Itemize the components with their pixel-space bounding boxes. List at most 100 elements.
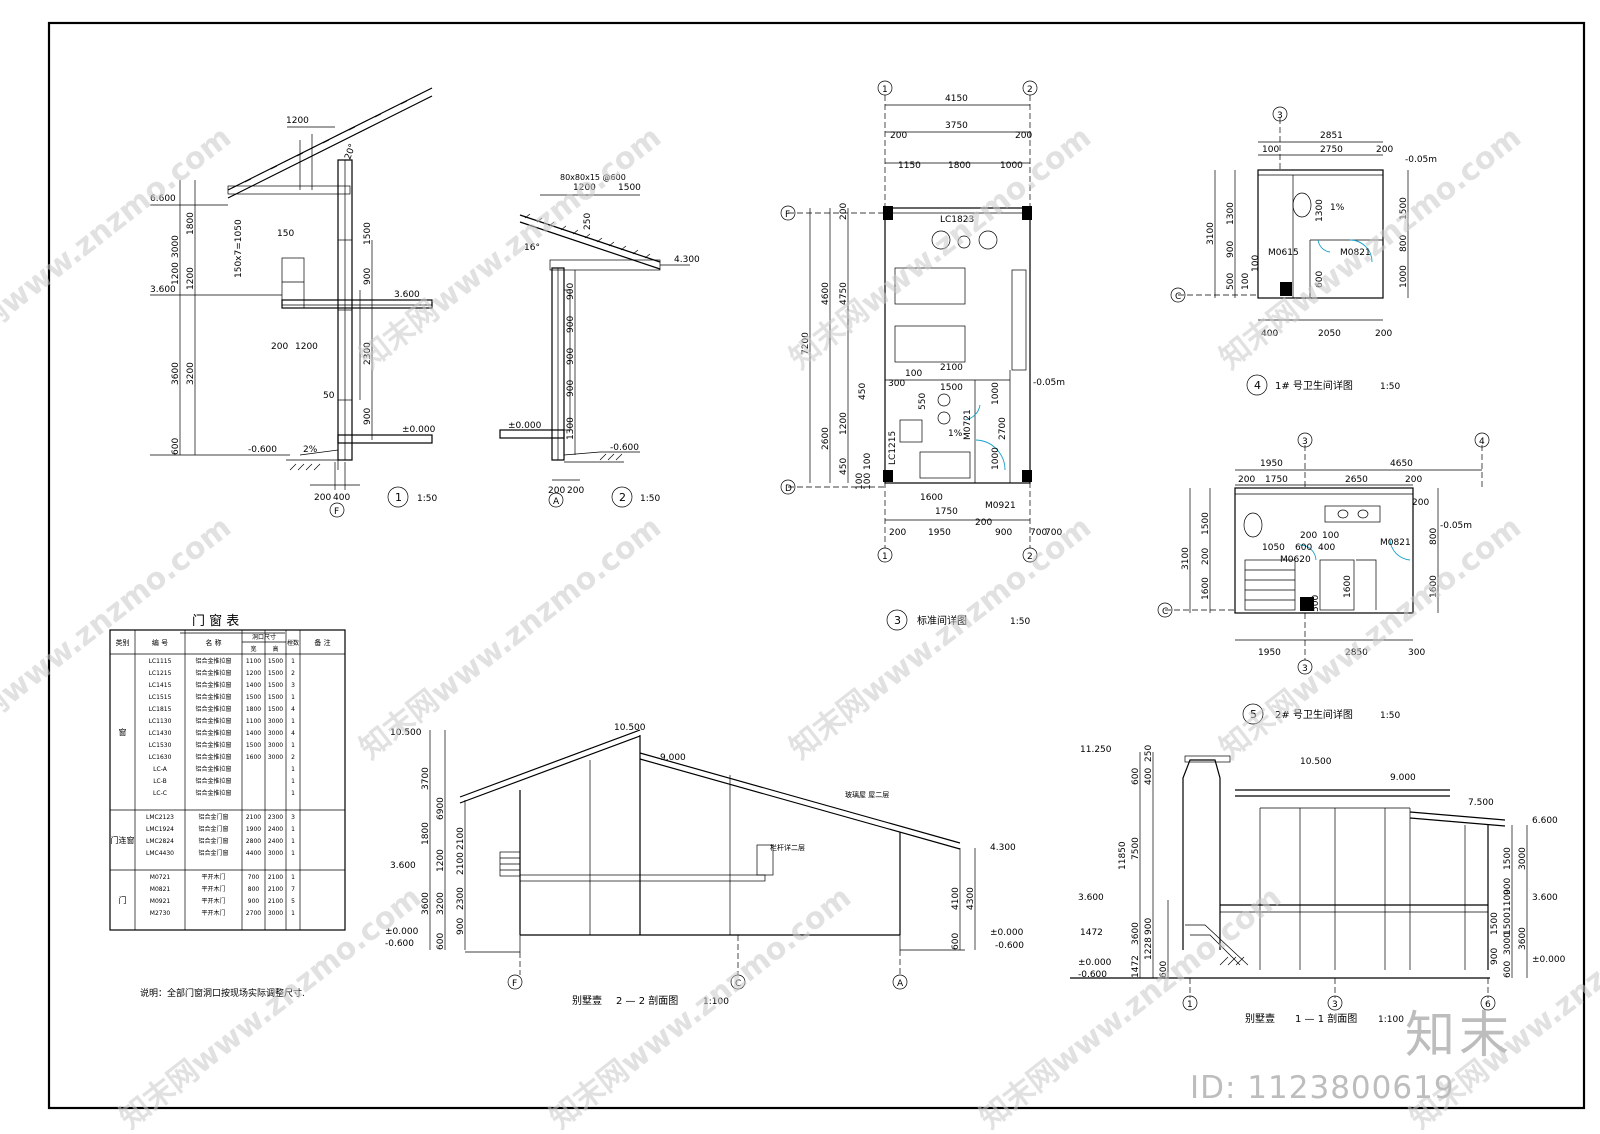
table-cell-count: 4 <box>291 730 295 737</box>
d2-dim: 900 <box>566 380 576 397</box>
table-cell-code: LC1515 <box>149 694 172 701</box>
detail-1-wall-section: 1200 150 150x7=1050 200 1200 3000 1800 1… <box>150 87 437 518</box>
table-cell-width: 2700 <box>246 910 261 917</box>
s22-name: 2 — 2 剖面图 <box>616 994 678 1007</box>
d5-dim: 100 <box>1322 531 1339 541</box>
table-cell-count: 1 <box>291 874 295 881</box>
d2-dim: 250 <box>583 213 593 230</box>
table-cell-code: M0821 <box>150 886 171 893</box>
table-cell-count: 1 <box>291 718 295 725</box>
d3-dim: 1800 <box>948 161 971 171</box>
d5-dim: 600 <box>1295 543 1312 553</box>
s22-dim: 600 <box>436 933 446 950</box>
d2-dim: 900 <box>566 283 576 300</box>
table-cell-count: 1 <box>291 778 295 785</box>
d3-dim: 200 <box>975 518 992 528</box>
detail-4-bathroom-1-plan: 2851 100 2750 200 3100 1300 900 500 1300… <box>1170 106 1437 396</box>
table-note: 说明：全部门窗洞口按现场实际调整尺寸. <box>140 987 305 999</box>
d3-dim: 700 <box>1045 528 1062 538</box>
d5-dim: 800 <box>1429 528 1439 545</box>
table-cell-code: LC-C <box>153 790 167 797</box>
d1-dim: 1200 <box>186 267 196 290</box>
table-cell-code: LC1430 <box>149 730 172 737</box>
s11-dim: 1472 <box>1131 955 1141 978</box>
d4-dim: 600 <box>1315 271 1325 288</box>
d4-dim: 800 <box>1399 235 1409 252</box>
s22-dim: 600 <box>951 933 961 950</box>
table-cell-height: 1500 <box>268 706 283 713</box>
table-cell-count: 2 <box>291 754 295 761</box>
s22-dim: 900 <box>456 918 466 935</box>
d1-elev: 3.600 <box>150 285 176 295</box>
d4-elev-note: -0.05m <box>1405 155 1437 165</box>
d1-dim: 200 <box>314 493 331 503</box>
d2-dim: 80x80x15 @600 <box>560 173 626 182</box>
d3-dim: 200 <box>889 528 906 538</box>
d4-number: 4 <box>1254 379 1261 392</box>
d3-dim: 1000 <box>991 447 1001 470</box>
d1-elev: 3.600 <box>394 290 420 300</box>
table-subheader-cell: 高 <box>272 645 278 653</box>
s11-dim: 1500 <box>1503 847 1513 870</box>
s22-dim: 3600 <box>421 892 431 915</box>
d4-dim: 2050 <box>1318 329 1341 339</box>
table-cell-count: 3 <box>291 682 295 689</box>
d3-door: M0721 <box>963 409 973 440</box>
table-cell-name: 铝合金推拉窗 <box>195 753 231 761</box>
d3-axis: 1 <box>882 552 888 562</box>
s11-dim: 900 <box>1144 918 1154 935</box>
s22-elev: 4.300 <box>990 843 1016 853</box>
s22-dim: 2100 <box>456 827 466 850</box>
table-cell-name: 铝合金推拉窗 <box>195 717 231 725</box>
s11-dim: 900 <box>1503 878 1513 895</box>
d4-scale: 1:50 <box>1380 382 1400 392</box>
table-cell-count: 1 <box>291 790 295 797</box>
s22-elev: -0.600 <box>995 941 1024 951</box>
table-cell-code: LC-B <box>153 778 167 785</box>
d1-dim: 200 <box>271 342 288 352</box>
s22-dim: 3700 <box>421 767 431 790</box>
s22-dim: 3200 <box>436 892 446 915</box>
table-cell-code: LC1115 <box>149 658 172 665</box>
s11-dim: 3000 <box>1518 847 1528 870</box>
s22-dim: 1800 <box>421 822 431 845</box>
d3-dim: 200 <box>1015 131 1032 141</box>
table-cell-name: 铝合金推拉窗 <box>195 669 231 677</box>
table-cell-count: 4 <box>291 706 295 713</box>
d1-dim: 1800 <box>186 212 196 235</box>
s22-note: 玻璃屋 屋二层 <box>845 790 889 799</box>
d2-dim: 1300 <box>566 417 576 440</box>
table-cell-code: LC1815 <box>149 706 172 713</box>
d4-dim: 100 <box>1241 273 1251 290</box>
d3-dim: 4600 <box>821 282 831 305</box>
d3-dim: 2600 <box>821 427 831 450</box>
d1-scale: 1:50 <box>417 494 437 504</box>
d5-dim: 200 <box>1405 475 1422 485</box>
s22-scale: 1:100 <box>703 997 729 1007</box>
table-cell-name: 铝合金推拉窗 <box>195 693 231 701</box>
table-cell-height: 1500 <box>268 670 283 677</box>
sheet-frame <box>47 21 1586 1110</box>
table-cell-count: 7 <box>291 886 295 893</box>
table-cell-height: 3000 <box>268 718 283 725</box>
table-cell-count: 1 <box>291 694 295 701</box>
table-cell-code: LMC2123 <box>146 814 174 821</box>
table-cell-count: 3 <box>291 814 295 821</box>
s11-dim: 7500 <box>1131 837 1141 860</box>
d4-dim: 100 <box>1262 145 1279 155</box>
d5-dim: 3100 <box>1181 547 1191 570</box>
d1-dim: 2% <box>303 445 318 455</box>
d3-dim: 1600 <box>920 493 943 503</box>
d1-dim: 2300 <box>363 342 373 365</box>
d5-door: M0821 <box>1380 538 1411 548</box>
table-cell-width: 2800 <box>246 838 261 845</box>
d5-dim: 200 <box>1201 548 1211 565</box>
table-header-cell: 名 称 <box>205 638 221 647</box>
d4-dim: 200 <box>1375 329 1392 339</box>
s11-dim: 1500 <box>1490 912 1500 935</box>
table-cell-category: 窗 <box>119 727 127 737</box>
table-cell-code: LMC1924 <box>146 826 174 833</box>
s11-dim: 1228 <box>1144 937 1154 960</box>
s22-elev: ±0.000 <box>990 928 1024 938</box>
